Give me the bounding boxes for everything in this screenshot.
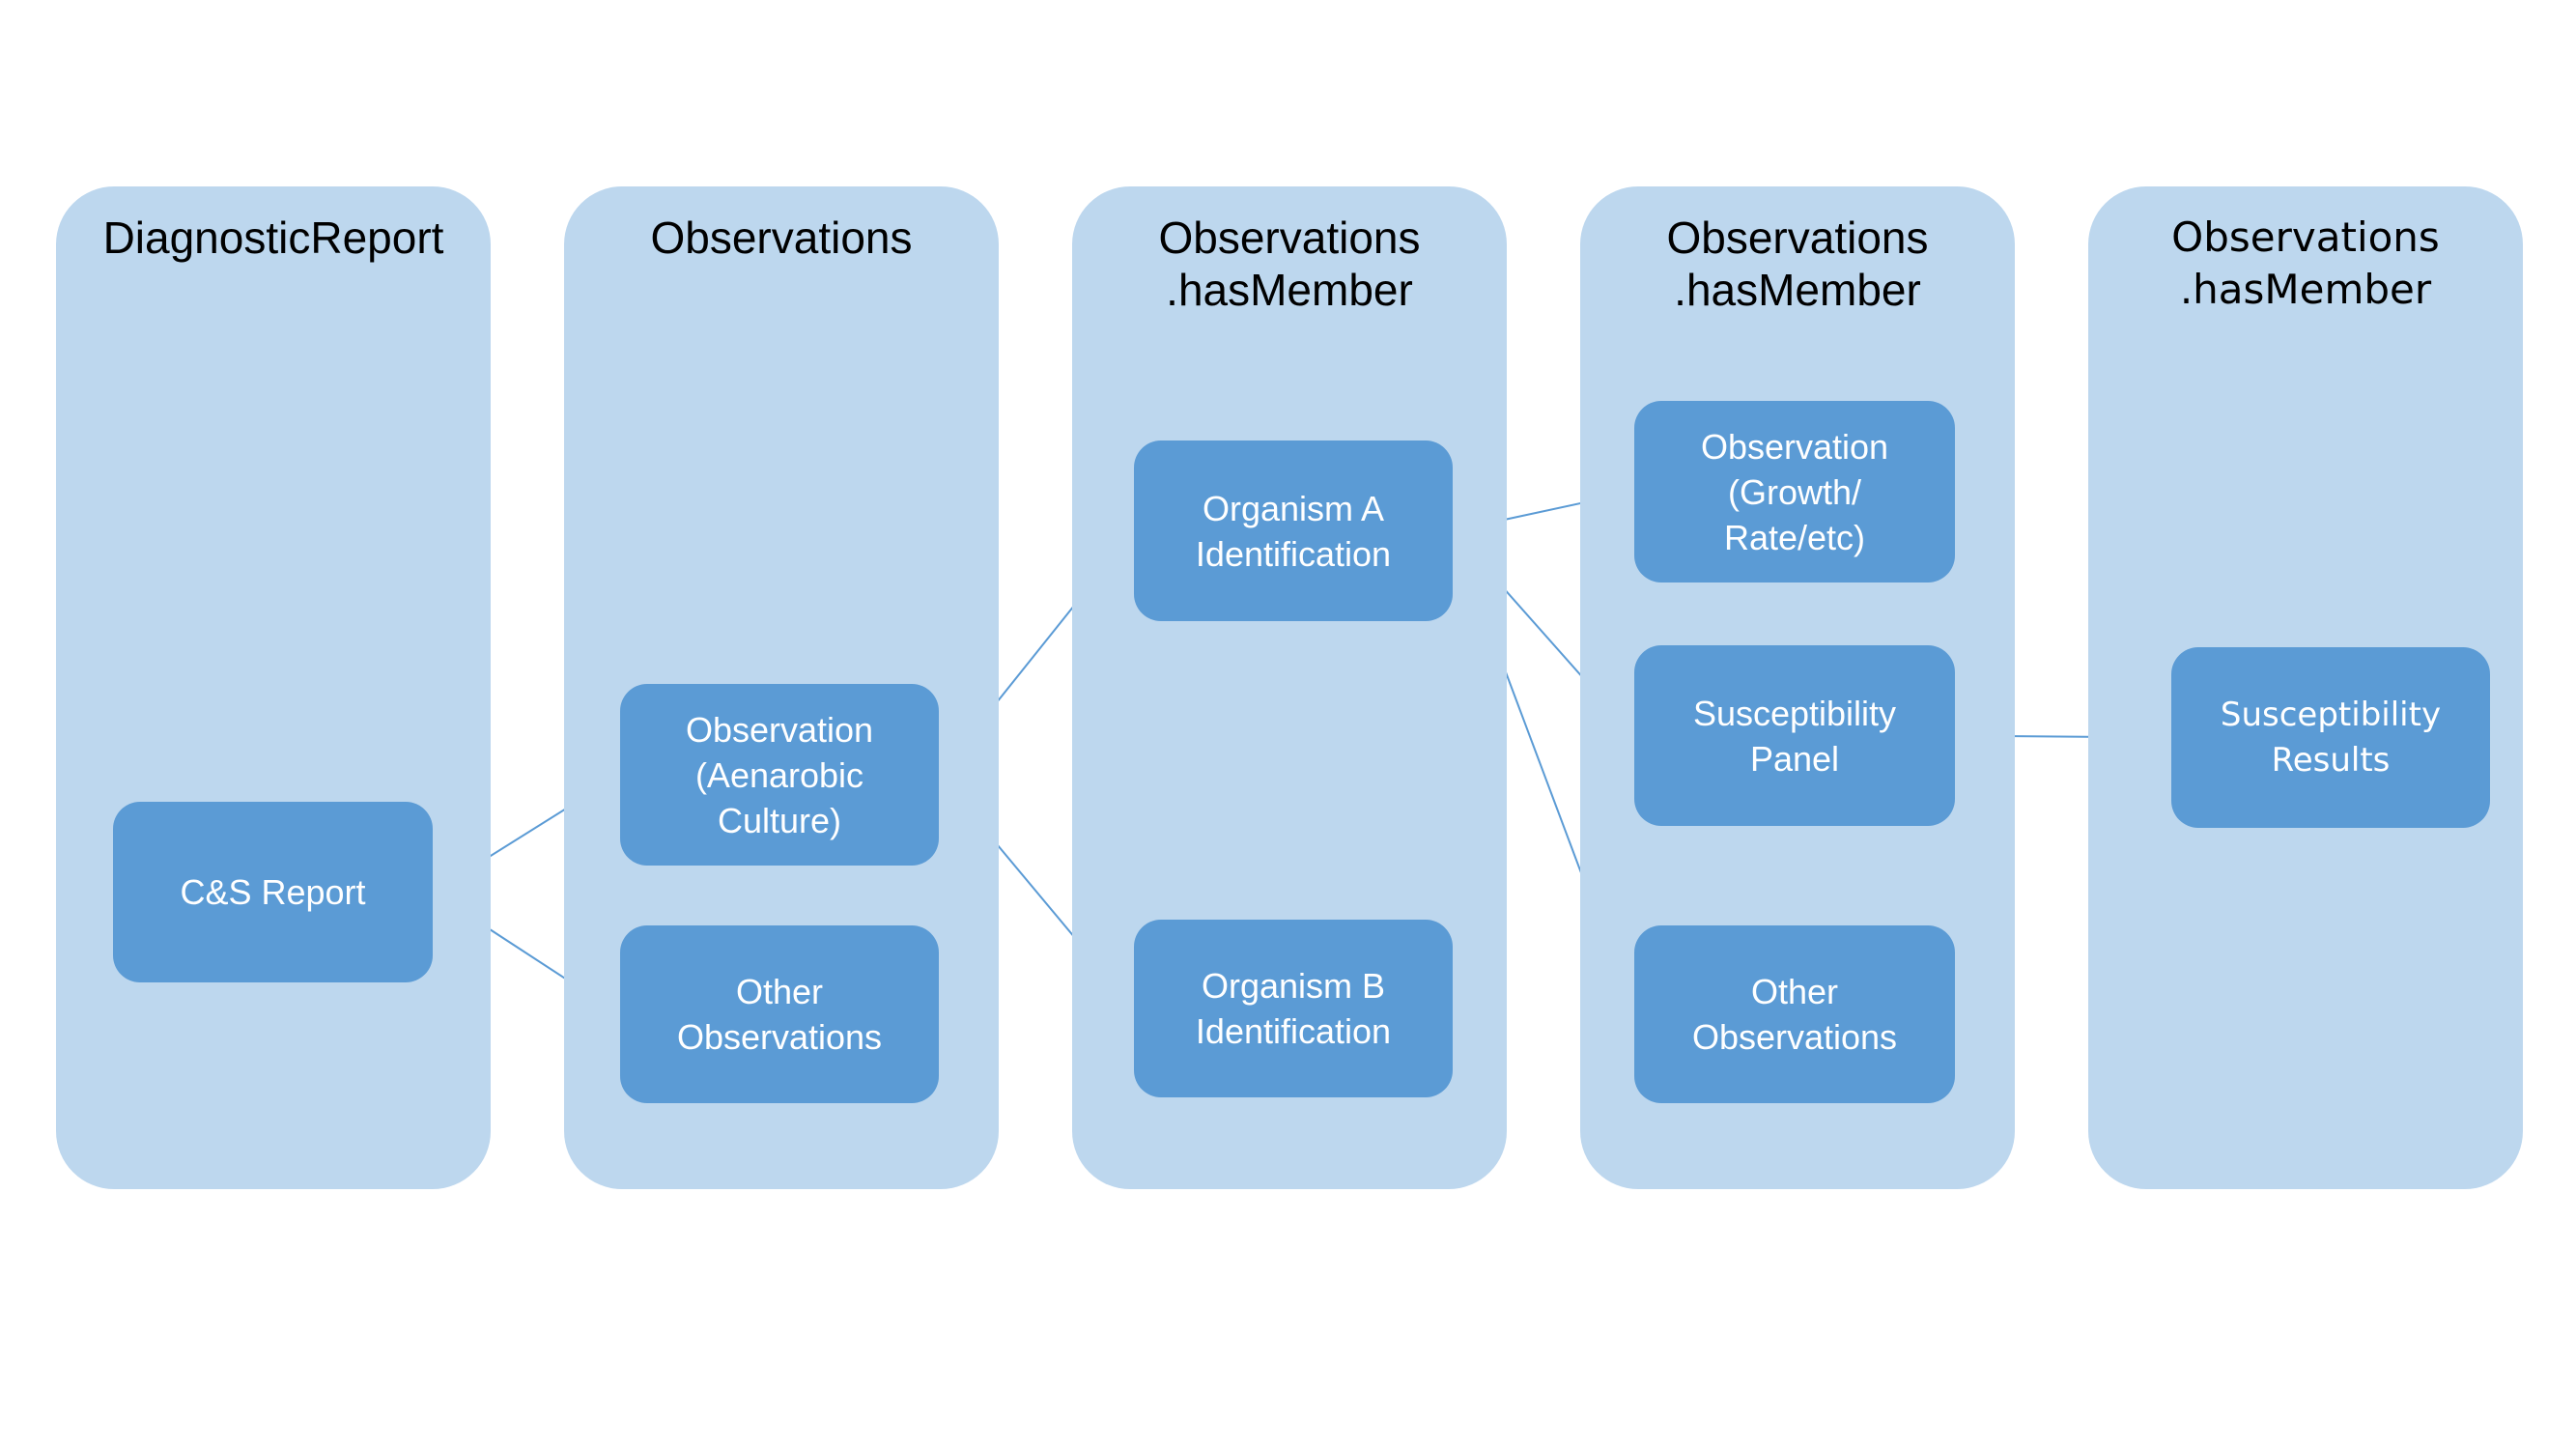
column-header-observations-hasmember-2: Observations .hasMember xyxy=(1666,213,1929,315)
column-diagnosticreport: DiagnosticReport xyxy=(56,186,491,1189)
node-obs-growth: Observation (Growth/ Rate/etc) xyxy=(1634,401,1955,582)
node-obs-culture: Observation (Aenarobic Culture) xyxy=(620,684,939,866)
node-cs-report: C&S Report xyxy=(113,802,433,982)
node-susc-results: Susceptibility Results xyxy=(2171,647,2490,828)
column-header-observations: Observations xyxy=(650,213,913,263)
column-header-diagnosticreport: DiagnosticReport xyxy=(102,213,444,263)
node-other-obs-4: Other Observations xyxy=(1634,925,1955,1103)
node-susc-panel: Susceptibility Panel xyxy=(1634,645,1955,826)
column-header-observations-hasmember-1: Observations .hasMember xyxy=(1158,213,1421,315)
column-header-observations-hasmember-3: Observations .hasMember xyxy=(2171,213,2440,313)
node-organism-b: Organism B Identification xyxy=(1134,920,1453,1097)
node-other-obs-2: Other Observations xyxy=(620,925,939,1103)
node-organism-a: Organism A Identification xyxy=(1134,440,1453,621)
